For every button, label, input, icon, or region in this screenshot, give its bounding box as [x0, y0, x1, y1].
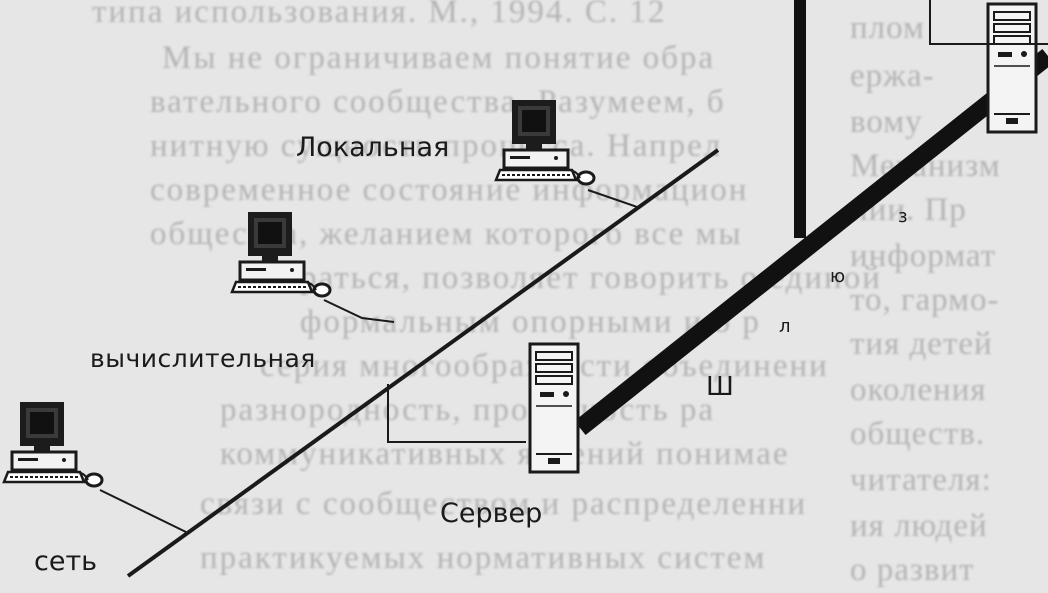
local-network-bus-line: [126, 148, 720, 578]
tower-server-icon: [986, 2, 1038, 134]
label-network: сеть: [34, 546, 98, 577]
label-letter-sh: Ш: [706, 372, 734, 402]
label-local: Локальная: [296, 132, 450, 163]
label-letter-z: з: [898, 206, 908, 227]
label-letter-yu: ю: [830, 266, 846, 287]
label-letter-l: л: [779, 316, 791, 337]
desktop-computer-icon: [230, 210, 332, 298]
remote-node-frame: [929, 0, 1048, 45]
label-computing: вычислительная: [90, 344, 316, 373]
cable-server: [387, 384, 526, 443]
cable-left-workstation: [99, 489, 187, 533]
cable-middle-workstation: [323, 299, 395, 323]
label-server: Сервер: [440, 498, 543, 529]
tower-server-icon: [528, 342, 580, 474]
backbone-line: [574, 48, 1048, 436]
desktop-computer-icon: [494, 98, 596, 186]
desktop-computer-icon: [2, 400, 104, 488]
cable-top-workstation: [587, 189, 641, 209]
